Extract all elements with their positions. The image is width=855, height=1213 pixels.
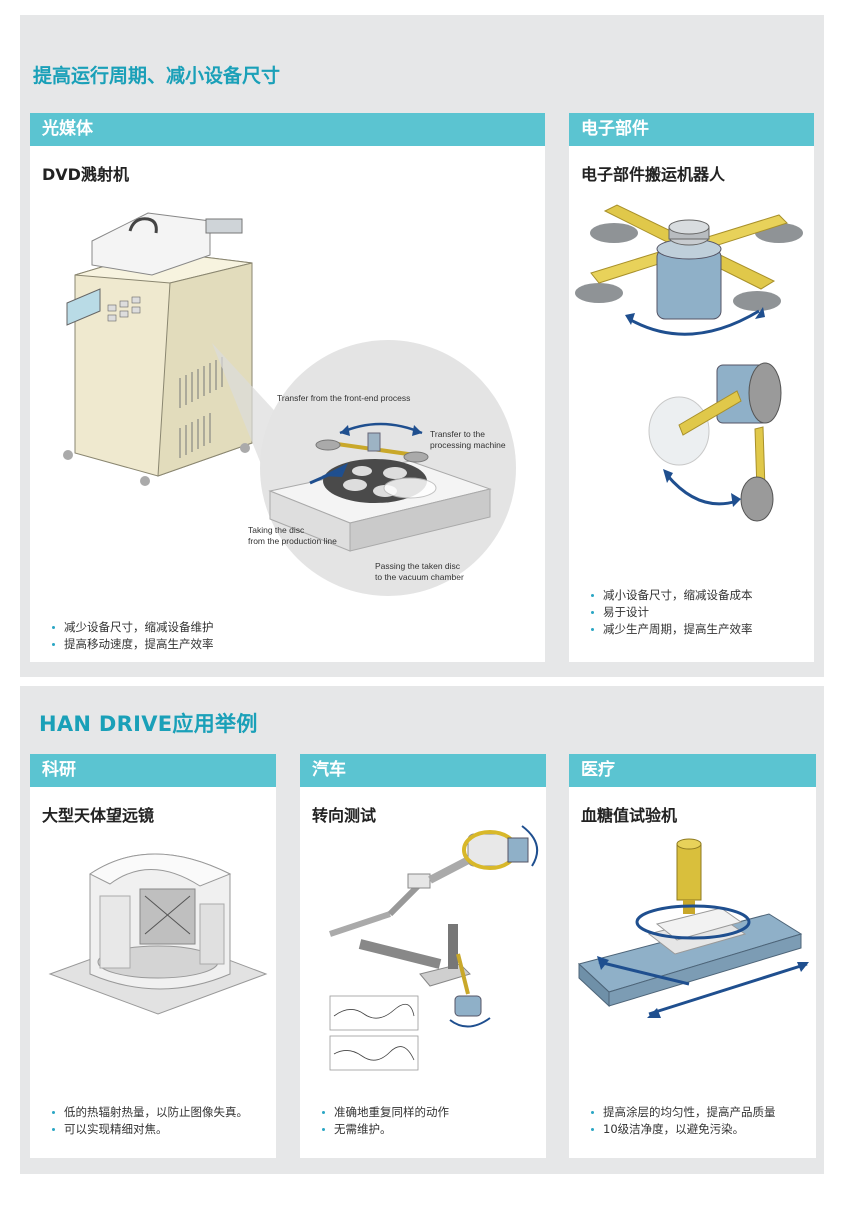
bullet-item: 易于设计 [589, 604, 753, 621]
panel-title: 转向测试 [312, 806, 377, 825]
panel-title: 血糖值试验机 [581, 806, 678, 825]
label-transfer-to-2: processing machine [430, 440, 506, 450]
bullet-list: 低的热辐射热量，以防止图像失真。 可以实现精细对焦。 [50, 1104, 248, 1138]
section-title: HAN DRIVE应用举例 [39, 712, 258, 736]
label-passing-1: Passing the taken disc [375, 561, 461, 571]
blood-glucose-tester-illustration [577, 838, 809, 1018]
transfer-robot-illustration [575, 204, 803, 522]
bullet-item: 10级洁净度，以避免污染。 [589, 1121, 776, 1138]
bullet-item: 无需维护。 [320, 1121, 449, 1138]
section-title: 提高运行周期、减小设备尺寸 [33, 65, 281, 87]
bullet-item: 提高移动速度，提高生产效率 [50, 636, 214, 653]
bullet-item: 减少设备尺寸，缩减设备维护 [50, 619, 214, 636]
panel-optical-media: 光媒体 DVD溅射机 [30, 113, 545, 662]
label-transfer-to-1: Transfer to the [430, 429, 485, 439]
panel-automotive: 汽车 转向测试 准确地重复同样的动作 无需维护。 [300, 754, 546, 1158]
panel-title: 电子部件搬运机器人 [581, 165, 726, 184]
telescope-illustration [48, 853, 268, 1015]
label-passing-2: to the vacuum chamber [375, 572, 464, 582]
bullet-item: 准确地重复同样的动作 [320, 1104, 449, 1121]
section-applications: HAN DRIVE应用举例 科研 大型天体望远镜 低的热辐射热量，以防止图像失真… [20, 686, 824, 1174]
bullet-list: 准确地重复同样的动作 无需维护。 [320, 1104, 449, 1138]
bullet-list: 减少设备尺寸，缩减设备维护 提高移动速度，提高生产效率 [50, 619, 214, 653]
bullet-list: 提高涂层的均匀性，提高产品质量 10级洁净度，以避免污染。 [589, 1104, 776, 1138]
panel-title: DVD溅射机 [42, 165, 129, 184]
bullet-item: 减少生产周期，提高生产效率 [589, 621, 753, 638]
dvd-sputtering-illustration: Transfer from the front-end process Tran… [63, 212, 516, 596]
bullet-list: 减小设备尺寸，缩减设备成本 易于设计 减少生产周期，提高生产效率 [589, 587, 753, 638]
category-header: 光媒体 [30, 113, 545, 146]
section-cycle-size: 提高运行周期、减小设备尺寸 光媒体 DVD溅射机 [20, 15, 824, 677]
label-taking-1: Taking the disc [248, 525, 305, 535]
panel-title: 大型天体望远镜 [42, 806, 155, 825]
bullet-item: 提高涂层的均匀性，提高产品质量 [589, 1104, 776, 1121]
panel-medical: 医疗 血糖值试验机 提高涂层的均匀性，提高产品质量 10级洁净度，以避免污染。 [569, 754, 816, 1158]
category-header: 医疗 [569, 754, 816, 787]
bullet-item: 减小设备尺寸，缩减设备成本 [589, 587, 753, 604]
label-taking-2: from the production line [248, 536, 337, 546]
panel-research: 科研 大型天体望远镜 低的热辐射热量，以防止图像失真。 可以实现精细对焦。 [30, 754, 276, 1158]
bullet-item: 低的热辐射热量，以防止图像失真。 [50, 1104, 248, 1121]
steering-test-illustration [329, 825, 539, 1071]
category-header: 汽车 [300, 754, 546, 787]
bullet-item: 可以实现精细对焦。 [50, 1121, 248, 1138]
panel-electronic-parts: 电子部件 电子部件搬运机器人 [569, 113, 814, 662]
category-header: 电子部件 [569, 113, 814, 146]
category-header: 科研 [30, 754, 276, 787]
label-front-end: Transfer from the front-end process [277, 393, 410, 403]
